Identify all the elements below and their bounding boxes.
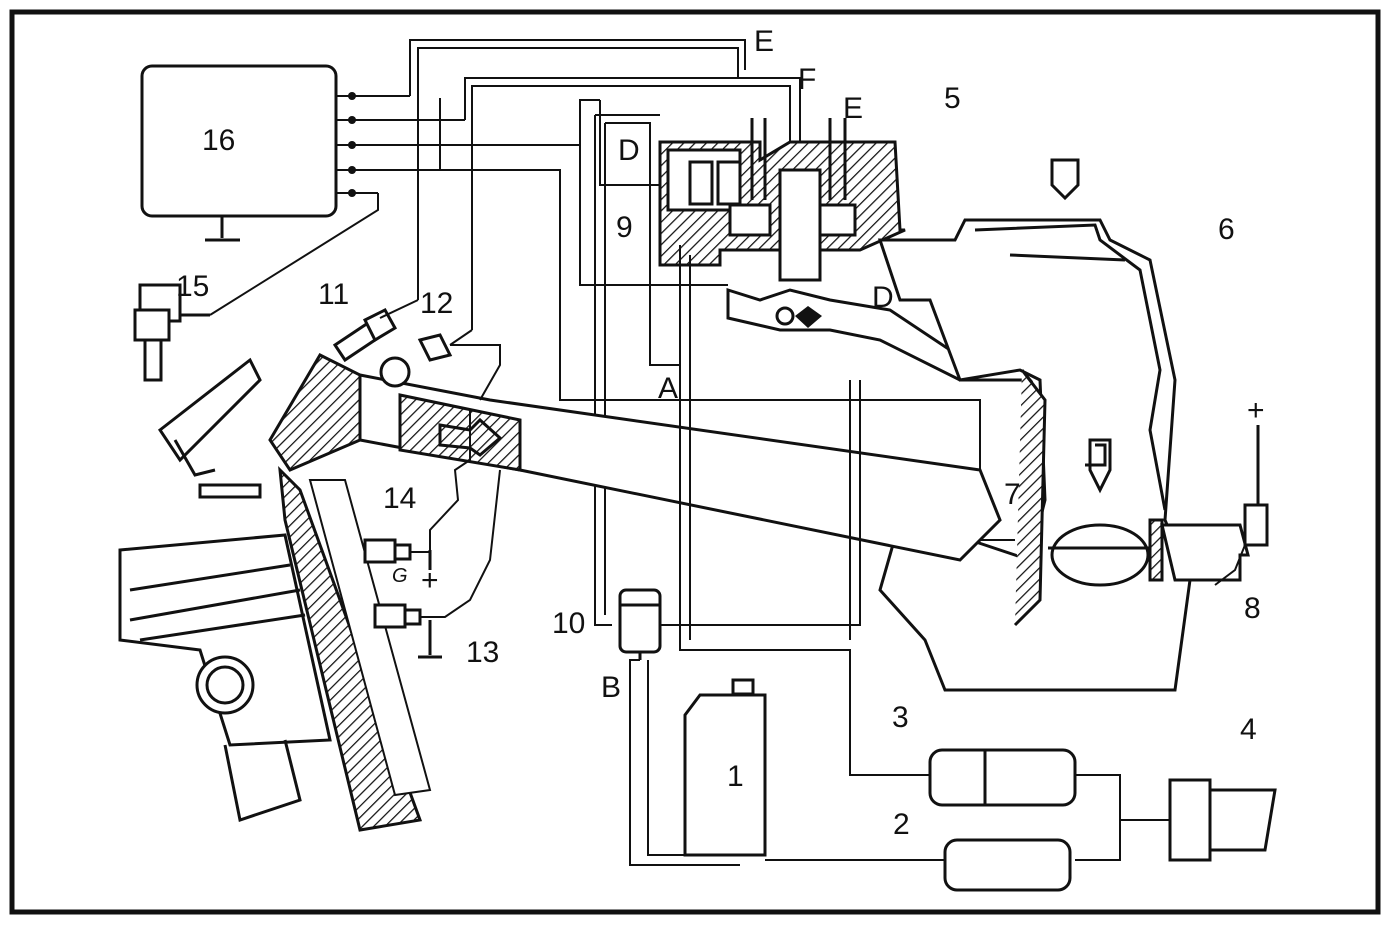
label-E-mid: E	[843, 92, 863, 125]
mixture-control-unit	[594, 114, 906, 626]
label-D-mid: D	[872, 281, 894, 314]
temp-sensors	[363, 410, 501, 659]
diagram-border	[9, 9, 1381, 915]
fuel-filter	[618, 245, 930, 866]
label-1: 1	[727, 760, 744, 793]
plus-symbol-right: +	[1247, 394, 1265, 427]
label-6: 6	[1218, 213, 1235, 246]
air-intake-housing	[877, 158, 1250, 692]
label-11: 11	[318, 278, 349, 311]
label-D-top: D	[618, 134, 640, 167]
label-13: 13	[466, 636, 499, 669]
label-16: 16	[202, 124, 235, 157]
label-A: A	[658, 372, 678, 405]
ignition-distributor	[133, 283, 210, 382]
fuel-tank	[683, 678, 767, 857]
label-9: 9	[616, 211, 633, 244]
label-5: 5	[944, 82, 961, 115]
label-15: 15	[176, 270, 209, 303]
label-7: 7	[1004, 478, 1021, 511]
label-E-top: E	[754, 25, 774, 58]
label-G: G	[392, 565, 408, 587]
label-14: 14	[383, 482, 416, 515]
label-F: F	[798, 63, 816, 96]
plus-symbol-g: +	[421, 564, 439, 597]
label-12: 12	[420, 287, 453, 320]
engine-block	[118, 533, 332, 822]
label-8: 8	[1244, 592, 1261, 625]
label-10: 10	[552, 607, 585, 640]
control-unit	[140, 64, 572, 242]
wiring-harness	[209, 39, 1015, 541]
throttle-switch	[1214, 425, 1269, 586]
label-3: 3	[892, 701, 909, 734]
intake-manifold	[157, 353, 1002, 832]
label-4: 4	[1240, 713, 1257, 746]
fuel-pump-group	[765, 748, 1277, 892]
injector-assembly	[332, 299, 501, 401]
label-2: 2	[893, 808, 910, 841]
label-B: B	[601, 671, 621, 704]
